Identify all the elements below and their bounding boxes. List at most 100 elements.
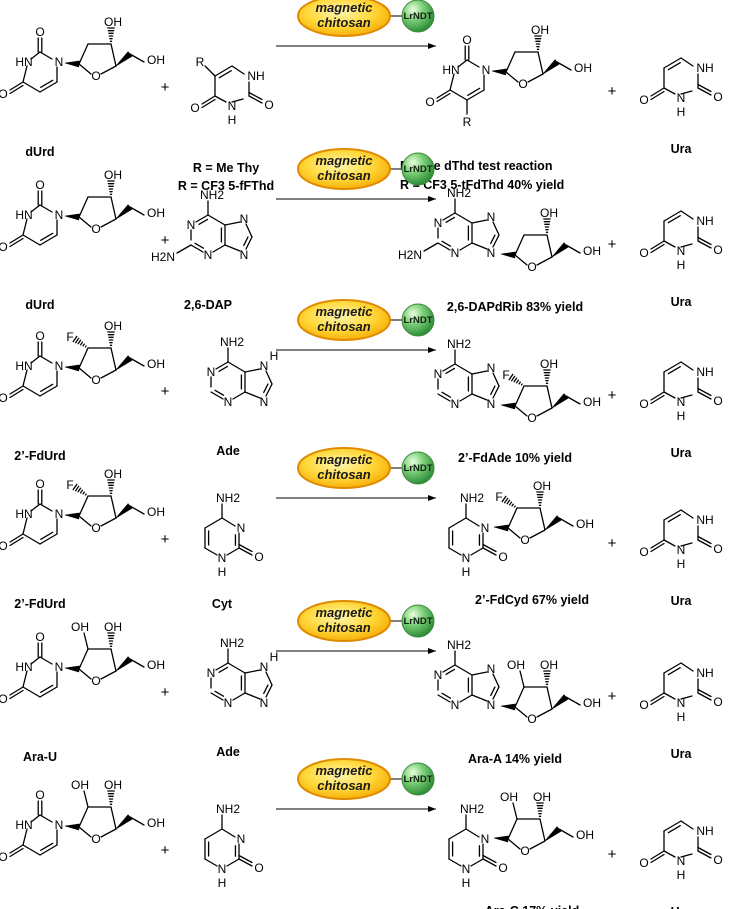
atom-label: OH [71,620,89,634]
bond [78,43,89,65]
bond [78,806,89,828]
bond [9,385,24,395]
atom-label: F [502,368,509,382]
bond [22,686,41,698]
bond [650,240,665,250]
atom-label: O [264,98,273,112]
bond [30,204,41,213]
atom-label: H [270,349,279,363]
atom-label: N [240,212,249,226]
atom-label: NH [696,513,713,527]
catalyst-label-line1: magnetic [315,605,373,620]
bond [232,692,246,701]
compound-label: Ura [671,446,693,460]
bond [514,405,528,417]
atom-label: OH [104,168,122,182]
atom-label: O [91,373,100,387]
bond [210,692,224,701]
bond [9,533,24,543]
lrndt-enzyme [401,604,435,638]
bond [39,81,58,93]
atom-label: N [451,698,460,712]
bond [680,243,693,248]
atom-label: O [0,539,8,553]
atom-label: N [204,248,213,262]
wedge-bond [493,835,509,843]
bond [204,517,223,529]
atom-label: H [677,258,686,272]
hash-bond [510,375,516,382]
atom-label: O [498,550,507,564]
atom-label: H [462,565,471,579]
hash-bond [74,337,80,344]
bond [83,790,89,808]
bond [226,858,240,867]
atom-label: N [462,551,471,565]
atom-label: O [35,630,44,644]
atom-label: OH [104,778,122,792]
atom-label: N [228,99,237,113]
bond [514,254,528,266]
bond [265,671,273,686]
bond [514,234,525,256]
compound-label: Ade [216,444,240,458]
bond [22,533,41,545]
double-bond-inner [9,237,24,248]
double-bond-inner [650,243,665,254]
atom-label: N [487,246,496,260]
atom-label: NH [696,365,713,379]
bond [221,517,236,527]
bond [204,828,223,840]
bond [470,547,484,556]
atom-label: OH [104,319,122,333]
atom-label: NH [247,69,264,83]
bond [245,223,253,238]
bond [110,43,117,67]
atom-label: O [518,77,527,91]
lrndt-enzyme [401,152,435,186]
bond [129,505,145,515]
plus-sign: + [608,236,617,253]
magnetic-chitosan-support [297,299,391,341]
double-bond-inner [436,92,451,103]
atom-label: O [254,550,263,564]
atom-label: O [639,93,648,107]
atom-label: O [91,674,100,688]
double-bond-inner [441,240,452,247]
atom-label: NH2 [216,802,240,816]
bond [437,694,451,703]
bond [224,244,241,252]
bond [244,692,261,700]
bond [529,840,546,850]
enzyme-label: LrNDT [403,774,432,785]
atom-label: O [639,856,648,870]
compound-label: Ara-A 14% yield [468,752,562,766]
bond [30,656,41,665]
lrndt-enzyme [401,303,435,337]
bond [482,858,497,867]
bond [204,547,218,556]
bond [39,814,53,823]
atom-label: O [713,695,722,709]
double-bond-inner [201,98,216,109]
wedge-bond [64,60,80,68]
arrow-head [428,43,436,49]
atom-label: O [527,712,536,726]
double-bond-inner [650,853,665,864]
bond [466,89,485,101]
atom-label: NH [696,666,713,680]
atom-label: N [260,359,269,373]
atom-label: N [240,248,249,262]
bond [507,818,518,840]
atom-label: OH [583,696,601,710]
compound-label: 2,6-DAP [184,298,232,312]
atom-label: OH [583,244,601,258]
bond [78,668,92,680]
catalyst-label-line1: magnetic [315,452,373,467]
atom-label: NH2 [216,491,240,505]
atom-label: O [254,861,263,875]
bond [9,844,24,854]
arrow-head [428,806,436,812]
atom-label: N [487,662,496,676]
